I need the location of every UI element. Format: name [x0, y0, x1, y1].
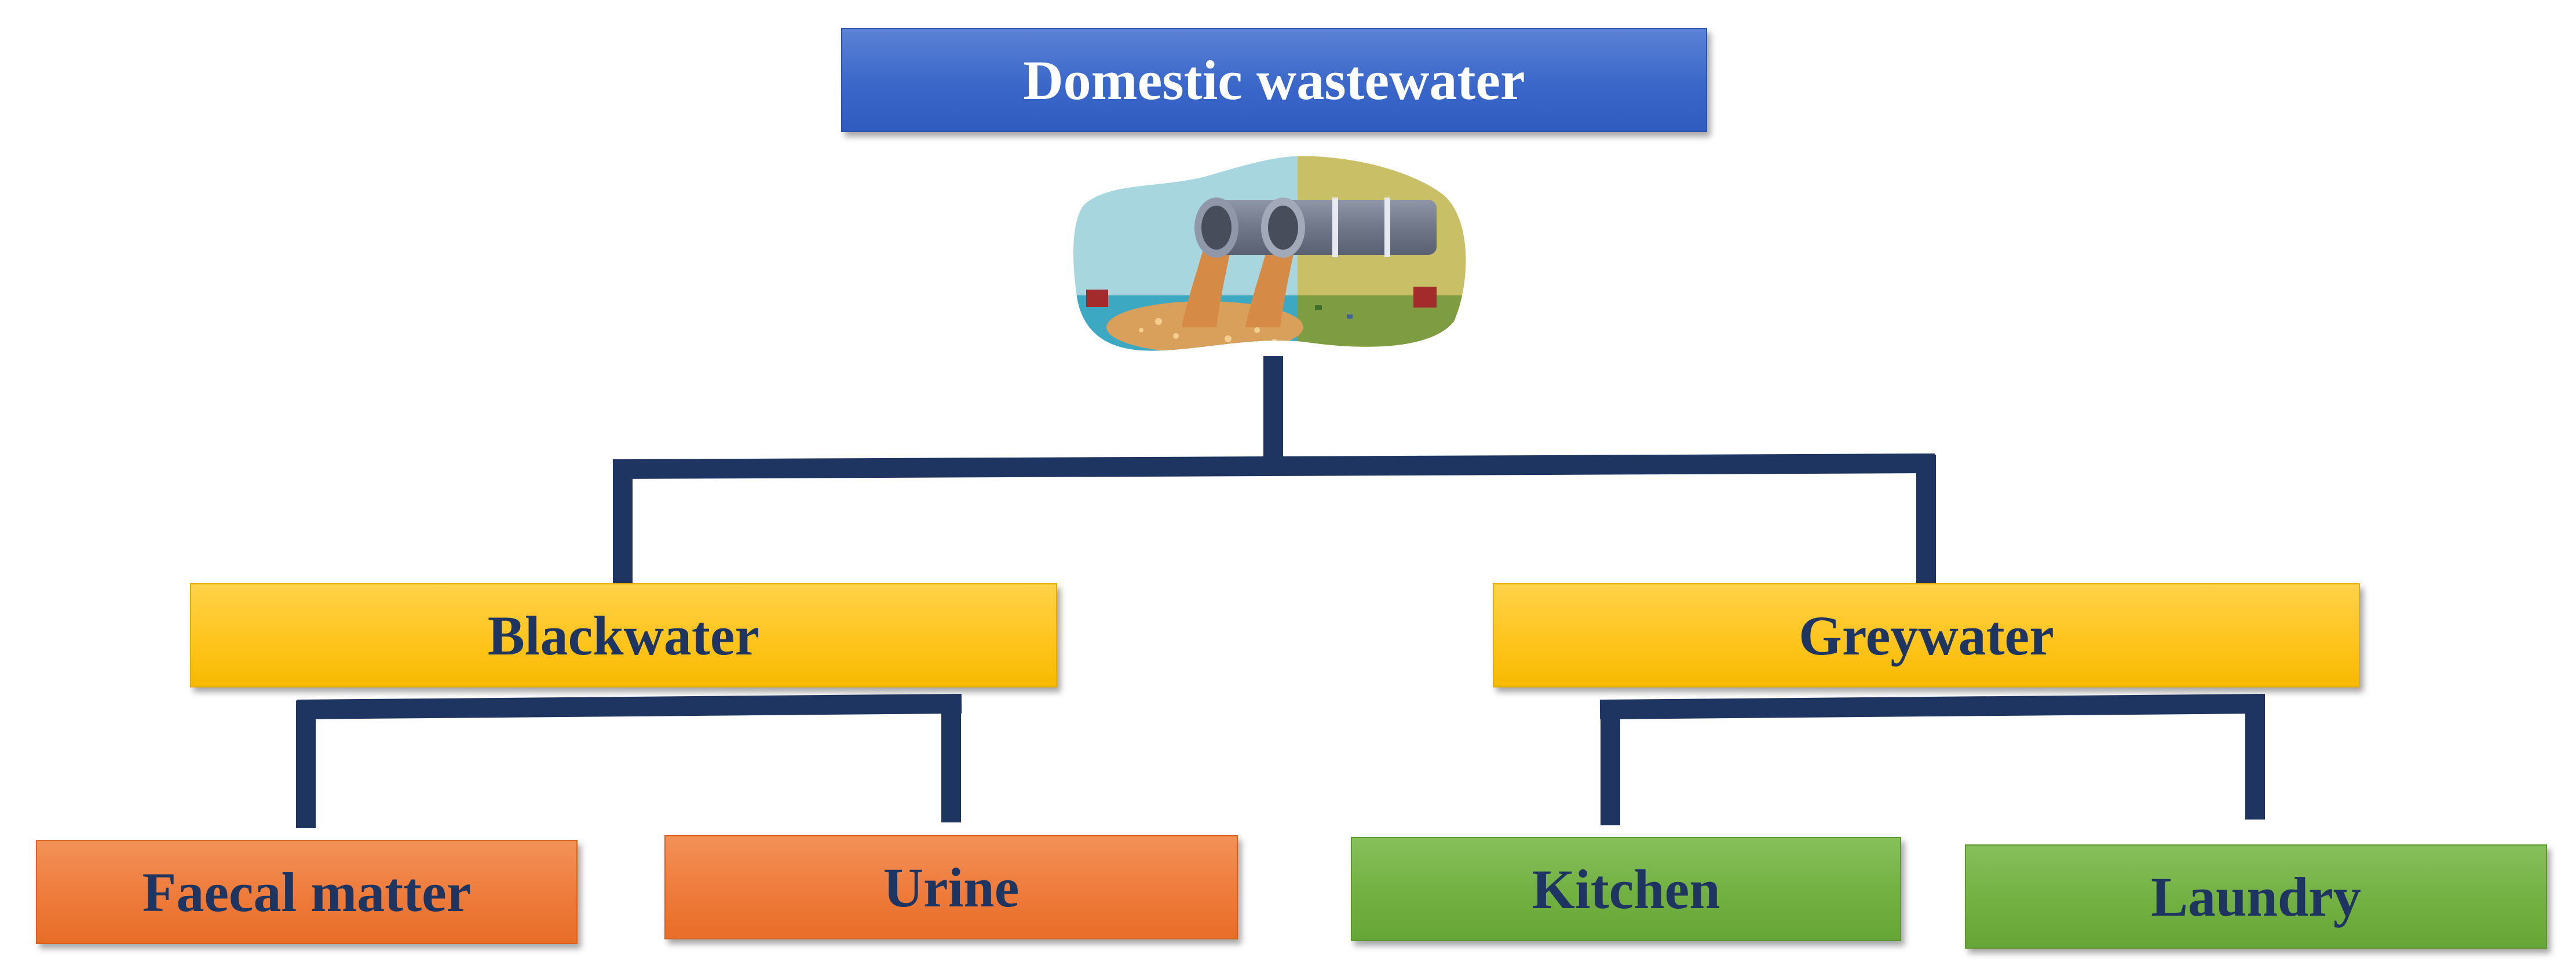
node-kitchen-label: Kitchen — [1532, 858, 1720, 920]
node-urine-label: Urine — [883, 856, 1020, 919]
connector-main-horizontal — [612, 453, 1935, 479]
node-laundry: Laundry — [1965, 844, 2547, 949]
pipe-discharge-icon — [1073, 156, 1466, 351]
node-domestic-wastewater: Domestic wastewater — [841, 28, 1707, 132]
node-urine: Urine — [664, 835, 1238, 939]
connector-greywater-horizontal — [1599, 694, 2266, 719]
node-laundry-label: Laundry — [2151, 865, 2361, 928]
node-blackwater-label: Blackwater — [487, 604, 760, 667]
connector-blackwater-horizontal — [296, 694, 962, 719]
node-domestic-wastewater-label: Domestic wastewater — [1023, 49, 1525, 111]
node-faecal-matter: Faecal matter — [36, 840, 578, 944]
node-greywater-label: Greywater — [1799, 604, 2054, 667]
node-blackwater: Blackwater — [190, 583, 1057, 687]
node-greywater: Greywater — [1493, 583, 2360, 687]
node-kitchen: Kitchen — [1351, 837, 1901, 941]
node-faecal-matter-label: Faecal matter — [142, 861, 472, 923]
